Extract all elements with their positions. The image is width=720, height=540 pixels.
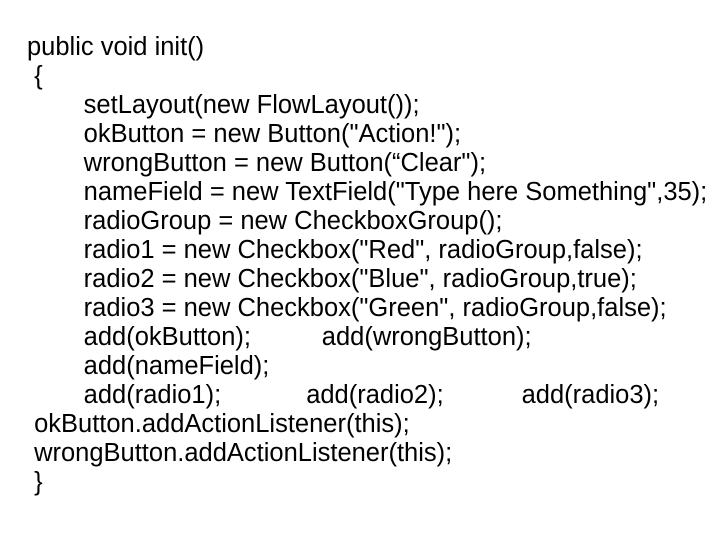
code-line: okButton = new Button("Action!"); <box>27 120 462 148</box>
code-line: okButton.addActionListener(this); <box>27 410 410 438</box>
code-line: { <box>27 62 43 90</box>
code-line: } <box>27 468 43 496</box>
code-line: add(radio1); add(radio2); add(radio3); <box>27 381 660 409</box>
code-line: radio1 = new Checkbox("Red", radioGroup,… <box>27 236 643 264</box>
code-line: add(okButton); add(wrongButton); <box>27 323 532 351</box>
code-line: radioGroup = new CheckboxGroup(); <box>27 207 503 235</box>
code-line: radio3 = new Checkbox("Green", radioGrou… <box>27 294 667 322</box>
code-line: setLayout(new FlowLayout()); <box>27 91 420 119</box>
code-line: radio2 = new Checkbox("Blue", radioGroup… <box>27 265 637 293</box>
code-line: nameField = new TextField("Type here Som… <box>27 178 708 206</box>
code-line: add(nameField); <box>27 352 270 380</box>
code-line: public void init() <box>27 33 205 61</box>
code-line: wrongButton.addActionListener(this); <box>27 439 453 467</box>
code-line: wrongButton = new Button(“Clear"); <box>27 149 487 177</box>
code-block: public void init() { setLayout(new FlowL… <box>27 33 707 497</box>
